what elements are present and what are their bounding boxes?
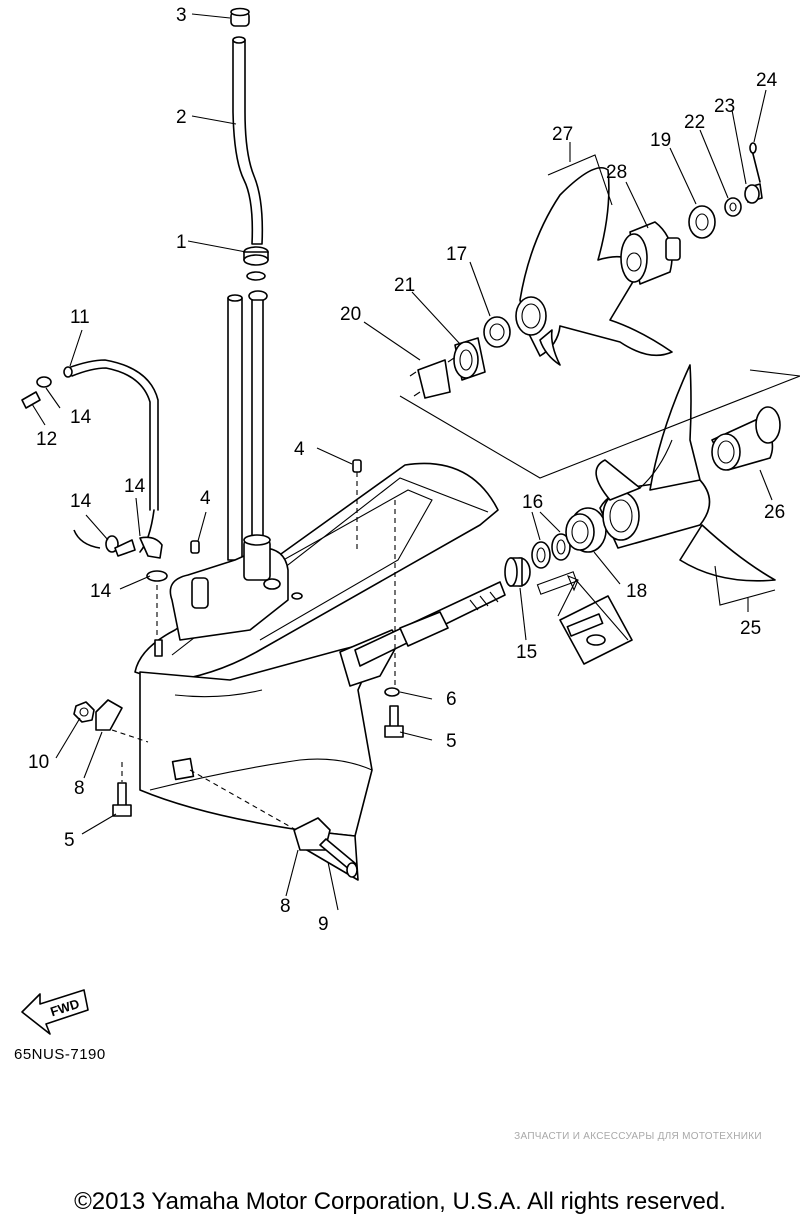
grommet-part xyxy=(230,7,250,27)
propeller-shaft-part xyxy=(354,581,506,667)
callout-2: 2 xyxy=(176,107,187,128)
spacer-part xyxy=(565,507,607,553)
callout-14c: 14 xyxy=(124,476,146,497)
callout-19: 19 xyxy=(650,130,671,151)
callout-20: 20 xyxy=(340,304,361,325)
callout-1: 1 xyxy=(176,232,187,253)
thrust-washer-part xyxy=(483,316,511,348)
nut-part xyxy=(73,701,95,723)
callout-labels: 3 2 1 11 14 12 4 14 14 4 14 6 5 10 8 5 8… xyxy=(28,5,785,935)
bolt-part xyxy=(112,639,404,817)
callout-5: 5 xyxy=(64,830,75,851)
propeller-upper-part xyxy=(515,167,673,366)
bushing-part xyxy=(504,557,531,587)
long-bolt-part xyxy=(319,838,358,878)
callout-28: 28 xyxy=(606,162,627,183)
washer-small-part xyxy=(384,687,400,697)
callout-24: 24 xyxy=(756,70,778,91)
callout-14d: 14 xyxy=(90,581,112,602)
tab-washer-part xyxy=(409,357,455,399)
callout-23: 23 xyxy=(714,96,735,117)
cotter-pin-part xyxy=(749,142,761,183)
callout-26: 26 xyxy=(764,502,785,523)
water-tube-part xyxy=(232,36,264,245)
callout-9: 8 xyxy=(74,778,85,799)
castle-nut-part xyxy=(744,183,763,204)
callout-14a: 14 xyxy=(70,407,92,428)
dowel-pin-part xyxy=(190,459,362,554)
drive-shaft-part xyxy=(227,294,264,561)
callout-15: 15 xyxy=(516,642,537,663)
thrust-spacer-part xyxy=(620,221,681,285)
callout-4a: 4 xyxy=(294,439,305,460)
callout-14b: 14 xyxy=(70,491,92,512)
washer-part xyxy=(724,197,742,217)
outer-spacer-part xyxy=(688,205,716,239)
callout-7: 6 xyxy=(446,689,457,710)
callout-21: 21 xyxy=(394,275,415,296)
diagram-code: 65NUS-7190 xyxy=(14,1046,106,1063)
callout-27: 27 xyxy=(552,124,573,145)
callout-8: 8 xyxy=(280,896,291,917)
seal-part xyxy=(243,246,269,302)
cooling-hose-part xyxy=(63,359,159,553)
callout-25: 25 xyxy=(740,618,761,639)
callout-4b: 4 xyxy=(200,488,211,509)
callout-11: 10 xyxy=(28,752,49,773)
callout-22: 22 xyxy=(684,112,705,133)
washer-pair-part xyxy=(531,533,571,569)
callout-10: 9 xyxy=(318,914,329,935)
callout-12: 11 xyxy=(70,307,90,328)
hose-clamp-part xyxy=(36,376,168,582)
spline-washer-part xyxy=(453,337,486,381)
callout-16: 16 xyxy=(522,492,543,513)
callout-13: 12 xyxy=(36,429,57,450)
copyright-footer: ©2013 Yamaha Motor Corporation, U.S.A. A… xyxy=(74,1188,726,1215)
hub-part xyxy=(711,406,781,471)
callout-6: 5 xyxy=(446,731,457,752)
watermark-tagline: ЗАПЧАСТИ И АКСЕССУАРЫ ДЛЯ МОТОТЕХНИКИ xyxy=(514,1131,762,1142)
lower-case-housing xyxy=(134,462,499,881)
watermark: ЗАПЧАСТИ И АКСЕССУАРЫ ДЛЯ МОТОТЕХНИКИ xyxy=(488,1131,788,1144)
detail-inset xyxy=(536,571,633,665)
callout-18: 18 xyxy=(626,581,647,602)
propeller-lower-part xyxy=(595,364,776,582)
hose-nipple-part xyxy=(21,391,136,557)
callout-17: 17 xyxy=(446,244,467,265)
anode-part xyxy=(95,699,331,851)
leader-lines xyxy=(31,13,776,911)
callout-3: 3 xyxy=(176,5,187,26)
fwd-direction-arrow: FWD xyxy=(21,989,89,1035)
